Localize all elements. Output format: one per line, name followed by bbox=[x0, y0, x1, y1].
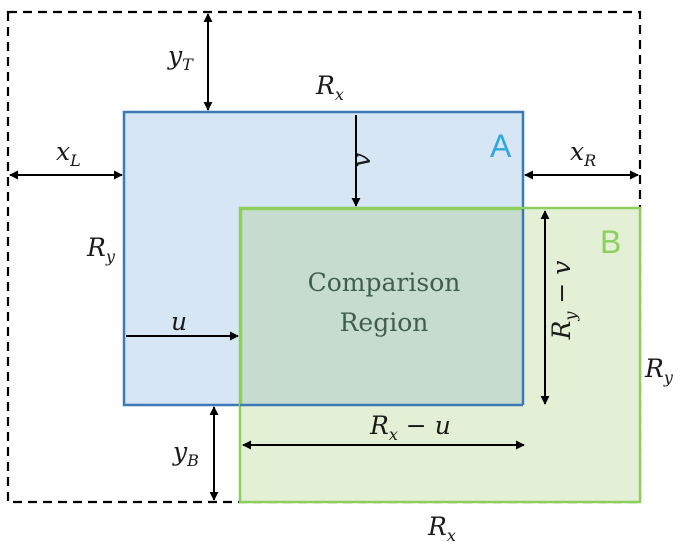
label-rx-top: Rx bbox=[315, 71, 344, 104]
label-y-top: yT bbox=[167, 41, 194, 74]
label-u: u bbox=[171, 307, 187, 336]
label-ry-left: Ry bbox=[86, 233, 116, 266]
label-y-bottom: yB bbox=[172, 437, 199, 470]
comparison-region bbox=[241, 209, 522, 404]
label-ry-right: Ry bbox=[644, 354, 674, 387]
comparison-region-line2: Region bbox=[340, 308, 429, 337]
box-b-tag: B bbox=[600, 224, 621, 260]
label-v: v bbox=[347, 153, 376, 167]
label-rx-bottom: Rx bbox=[427, 512, 456, 545]
label-x-right: xR bbox=[570, 137, 596, 170]
label-rx-minus-u: Rx − u bbox=[369, 411, 451, 444]
comparison-region-line1: Comparison bbox=[308, 268, 461, 297]
box-a-tag: A bbox=[490, 128, 512, 164]
label-ry-minus-v: Ry − v bbox=[547, 261, 580, 341]
label-x-left: xL bbox=[56, 137, 81, 170]
